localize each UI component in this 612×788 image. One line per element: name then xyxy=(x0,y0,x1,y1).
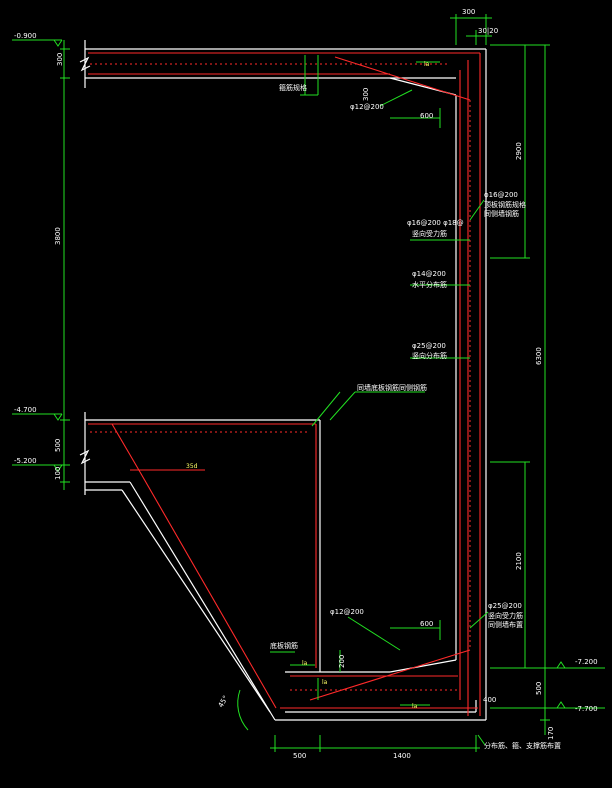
bottom-note: 分布筋、箍、支撑筋布置 xyxy=(484,741,561,750)
level-mid2: -5.200 xyxy=(14,457,37,465)
bar-right-5: φ25@200 xyxy=(488,602,522,610)
leader-label: 同墙底板钢筋同侧钢筋 xyxy=(357,383,427,392)
bar-lower: φ12@200 xyxy=(330,608,364,616)
angle-45: 45° xyxy=(217,694,230,709)
level-top: -0.900 xyxy=(14,32,37,40)
dim-2900: 2900 xyxy=(515,142,523,160)
dim-wall-400: 400 xyxy=(483,696,496,704)
la-3: la xyxy=(412,703,418,710)
level-labels: -0.900 -4.700 -5.200 -7.200 -7.700 xyxy=(14,32,598,713)
dim-500: 500 xyxy=(54,439,62,452)
rebar-lines xyxy=(88,52,481,716)
level-mid1: -4.700 xyxy=(14,406,37,414)
bar-top: φ12@200 xyxy=(350,103,384,111)
dim-6300: 6300 xyxy=(535,347,543,365)
dim-100: 100 xyxy=(54,467,62,480)
dim-haunch-300: 300 xyxy=(362,88,370,101)
dim-3800: 3800 xyxy=(54,227,62,245)
bar-right-4: φ25@200 xyxy=(412,342,446,350)
dim-top-30-20: 30|20 xyxy=(478,27,498,35)
anchor-35d: 35d xyxy=(186,463,198,470)
dim-slab-300: 300 xyxy=(56,53,64,66)
note-right-1b: 同侧墙钢筋 xyxy=(484,209,519,218)
dim-top-300: 300 xyxy=(462,8,475,16)
dimension-lines xyxy=(12,14,605,752)
dim-2100: 2100 xyxy=(515,552,523,570)
dim-170: 170 xyxy=(547,727,555,740)
la-top: la xyxy=(424,61,430,68)
dim-r-500: 500 xyxy=(535,682,543,695)
dim-b-1400: 1400 xyxy=(393,752,411,760)
dim-haunch-600-low: 600 xyxy=(420,620,433,628)
level-low1: -7.200 xyxy=(575,658,598,666)
bar-right-1: φ16@200 xyxy=(484,191,518,199)
level-low2: -7.700 xyxy=(575,705,598,713)
spacer-label: 箍筋规格 xyxy=(279,83,307,92)
note-right-5b: 同侧墙布置 xyxy=(488,620,523,629)
bar-right-2: φ16@200 φ18@ xyxy=(407,219,464,227)
note-right-3: 水平分布筋 xyxy=(412,280,447,289)
dim-haunch-200: 200 xyxy=(338,655,346,668)
la-1: la xyxy=(302,660,308,667)
note-right-2: 竖向受力筋 xyxy=(412,229,447,238)
bottom-label: 底板钢筋 xyxy=(270,641,298,650)
dim-b-500: 500 xyxy=(293,752,306,760)
rebar-annotations: la φ12@200 箍筋规格 φ16@200 顶板钢筋规格 同侧墙钢筋 φ16… xyxy=(186,61,561,750)
note-right-4: 竖向分布筋 xyxy=(412,351,447,360)
note-right-1a: 顶板钢筋规格 xyxy=(484,200,526,209)
la-2: la xyxy=(322,679,328,686)
concrete-outline xyxy=(79,40,487,721)
note-right-5a: 竖向受力筋 xyxy=(488,611,523,620)
dim-haunch-600: 600 xyxy=(420,112,433,120)
dimension-labels: 300 30|20 300 3800 500 100 2900 6300 210… xyxy=(54,8,555,760)
bar-right-3: φ14@200 xyxy=(412,270,446,278)
